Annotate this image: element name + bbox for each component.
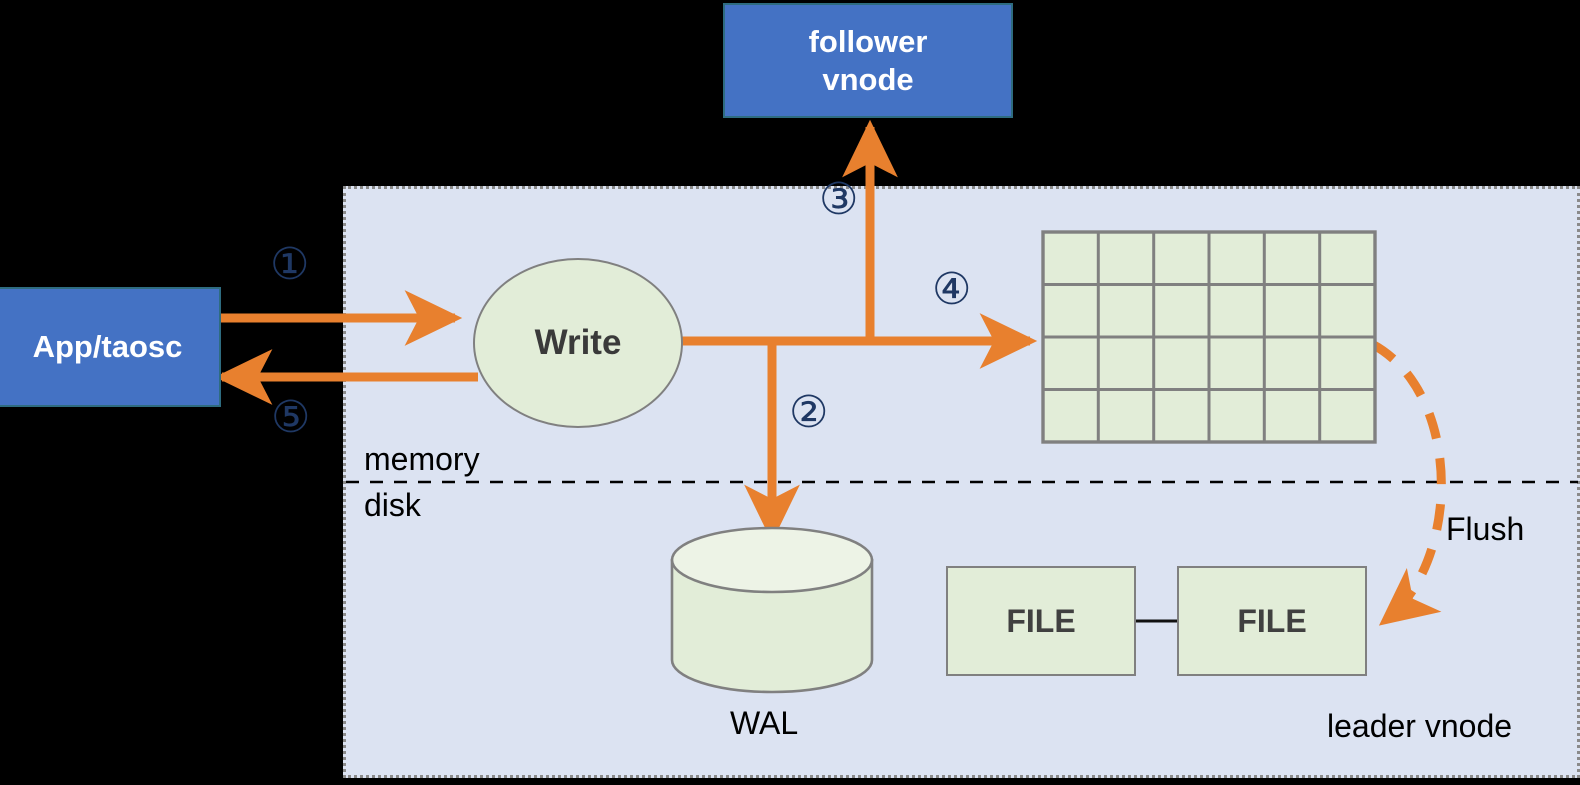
step-number-5: ⑤ xyxy=(271,392,311,443)
file-box-1-label: FILE xyxy=(1006,602,1076,639)
flush-label: Flush xyxy=(1446,511,1525,547)
write-node-label: Write xyxy=(534,323,622,362)
memory-label: memory xyxy=(364,441,480,477)
wal-cylinder xyxy=(670,526,874,694)
follower-vnode-label-line2: vnode xyxy=(822,61,914,97)
file-box-2[interactable]: FILE xyxy=(1177,566,1367,676)
disk-label: disk xyxy=(364,487,421,523)
file-box-2-label: FILE xyxy=(1237,602,1307,639)
step-number-1: ① xyxy=(270,239,310,290)
step-number-2: ② xyxy=(789,387,829,438)
wal-label: WAL xyxy=(730,705,799,741)
step-number-4: ④ xyxy=(932,264,972,315)
file-box-1[interactable]: FILE xyxy=(946,566,1136,676)
follower-vnode-box[interactable]: follower vnode xyxy=(723,3,1013,118)
write-node[interactable]: Write xyxy=(473,258,683,428)
app-taosc-box[interactable]: App/taosc xyxy=(0,287,221,407)
app-taosc-label: App/taosc xyxy=(32,329,183,364)
step-number-3: ③ xyxy=(819,174,859,225)
leader-vnode-label: leader vnode xyxy=(1327,708,1513,744)
follower-vnode-label-line1: follower xyxy=(808,23,928,59)
memtable-grid xyxy=(1041,230,1377,444)
flush-arc xyxy=(1369,340,1446,626)
